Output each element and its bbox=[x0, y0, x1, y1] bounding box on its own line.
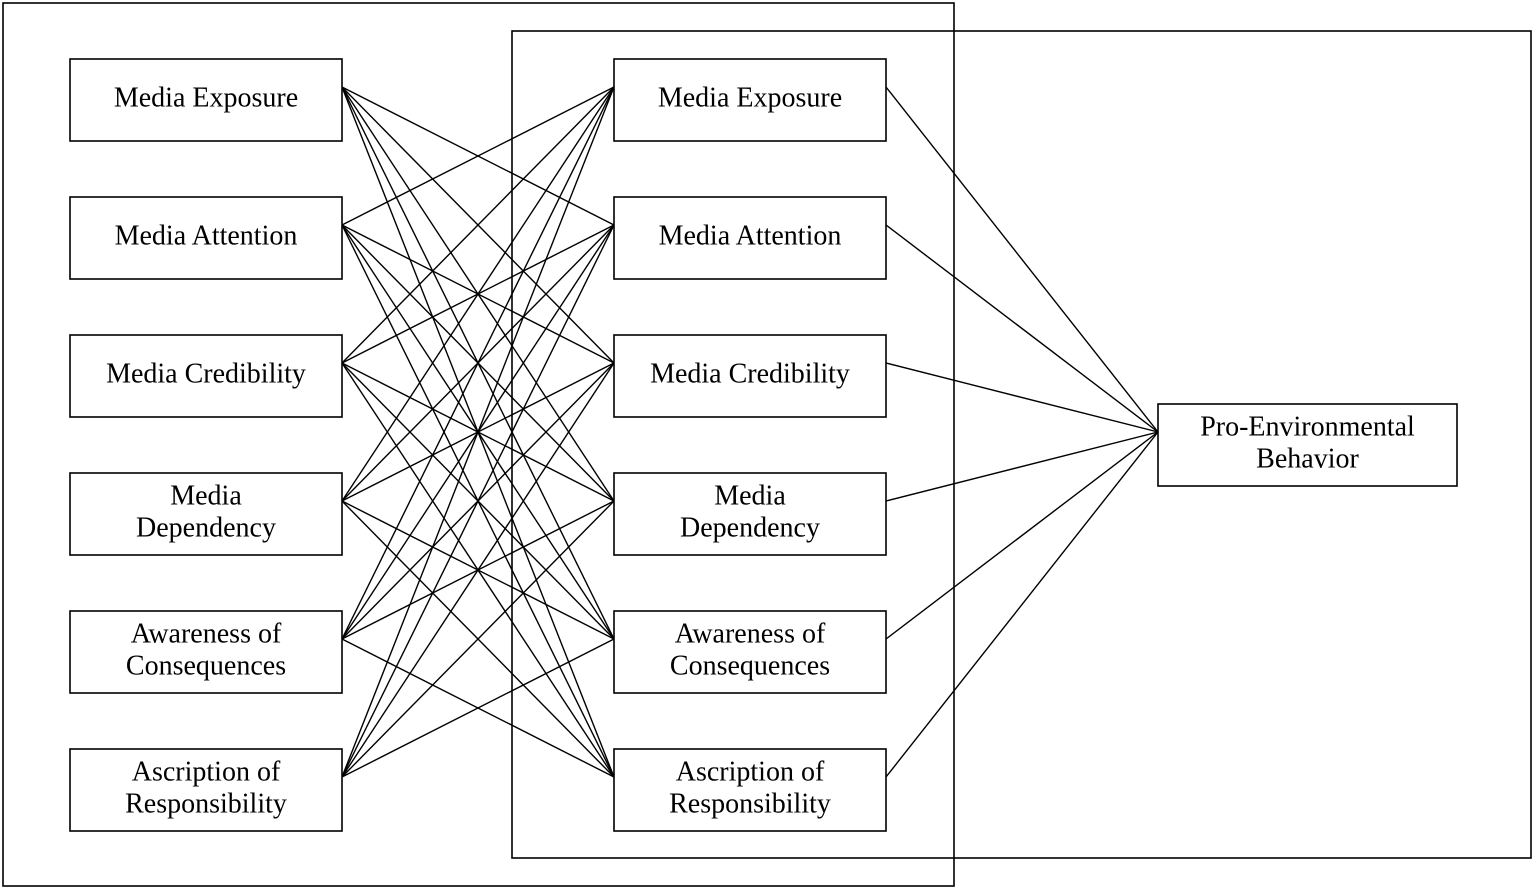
edge-m1-out bbox=[885, 86, 1159, 433]
left-node-media-attention: Media Attention bbox=[69, 196, 343, 280]
node-box bbox=[69, 610, 343, 694]
node-label: Consequences bbox=[670, 650, 830, 681]
node-label: Dependency bbox=[136, 512, 276, 543]
edge-l6-m1 bbox=[341, 86, 615, 778]
node-box bbox=[69, 472, 343, 556]
node-box bbox=[69, 196, 343, 280]
node-label: Consequences bbox=[126, 650, 286, 681]
node-label: Awareness of bbox=[675, 618, 826, 649]
node-label: Media Credibility bbox=[650, 358, 850, 389]
node-label: Ascription of bbox=[676, 756, 825, 787]
node-label: Media bbox=[170, 480, 242, 511]
node-label: Dependency bbox=[680, 512, 820, 543]
left-node-media-credibility: Media Credibility bbox=[69, 334, 343, 418]
node-label: Media Attention bbox=[115, 220, 298, 251]
edge-m3-out bbox=[885, 362, 1159, 433]
node-label: Media bbox=[714, 480, 786, 511]
edge-m6-out bbox=[885, 431, 1159, 778]
node-label: Awareness of bbox=[131, 618, 282, 649]
node-box bbox=[613, 334, 887, 418]
edge-l2-m1 bbox=[341, 86, 615, 226]
edge-l6-m5 bbox=[341, 638, 615, 778]
node-box bbox=[69, 334, 343, 418]
node-box bbox=[613, 196, 887, 280]
edge-l6-m2 bbox=[341, 224, 615, 778]
node-box bbox=[613, 610, 887, 694]
node-box bbox=[613, 472, 887, 556]
node-label: Media Attention bbox=[659, 220, 842, 251]
middle-node-media-exposure: Media Exposure bbox=[613, 58, 887, 142]
node-box bbox=[69, 58, 343, 142]
node-box bbox=[1157, 403, 1458, 487]
edge-m4-out bbox=[885, 431, 1159, 502]
node-label: Ascription of bbox=[132, 756, 281, 787]
right-group-frame bbox=[511, 30, 1532, 859]
node-box bbox=[69, 748, 343, 832]
node-box bbox=[613, 58, 887, 142]
node-box bbox=[613, 748, 887, 832]
edge-l3-m1 bbox=[341, 86, 615, 364]
node-label: Media Credibility bbox=[106, 358, 306, 389]
left-node-media-exposure: Media Exposure bbox=[69, 58, 343, 142]
node-label: Behavior bbox=[1256, 443, 1359, 474]
edge-l6-m3 bbox=[341, 362, 615, 778]
node-label: Responsibility bbox=[125, 788, 287, 819]
node-label: Responsibility bbox=[669, 788, 831, 819]
edge-l6-m4 bbox=[341, 500, 615, 778]
edge-m5-out bbox=[885, 431, 1159, 640]
left-group-frame bbox=[2, 2, 955, 887]
node-label: Media Exposure bbox=[658, 82, 842, 113]
edge-l4-m1 bbox=[341, 86, 615, 502]
middle-node-media-attention: Media Attention bbox=[613, 196, 887, 280]
node-label: Media Exposure bbox=[114, 82, 298, 113]
edge-layer bbox=[341, 86, 1159, 778]
edge-l5-m1 bbox=[341, 86, 615, 640]
node-label: Pro-Environmental bbox=[1200, 411, 1415, 442]
middle-node-media-credibility: Media Credibility bbox=[613, 334, 887, 418]
edge-m2-out bbox=[885, 224, 1159, 433]
